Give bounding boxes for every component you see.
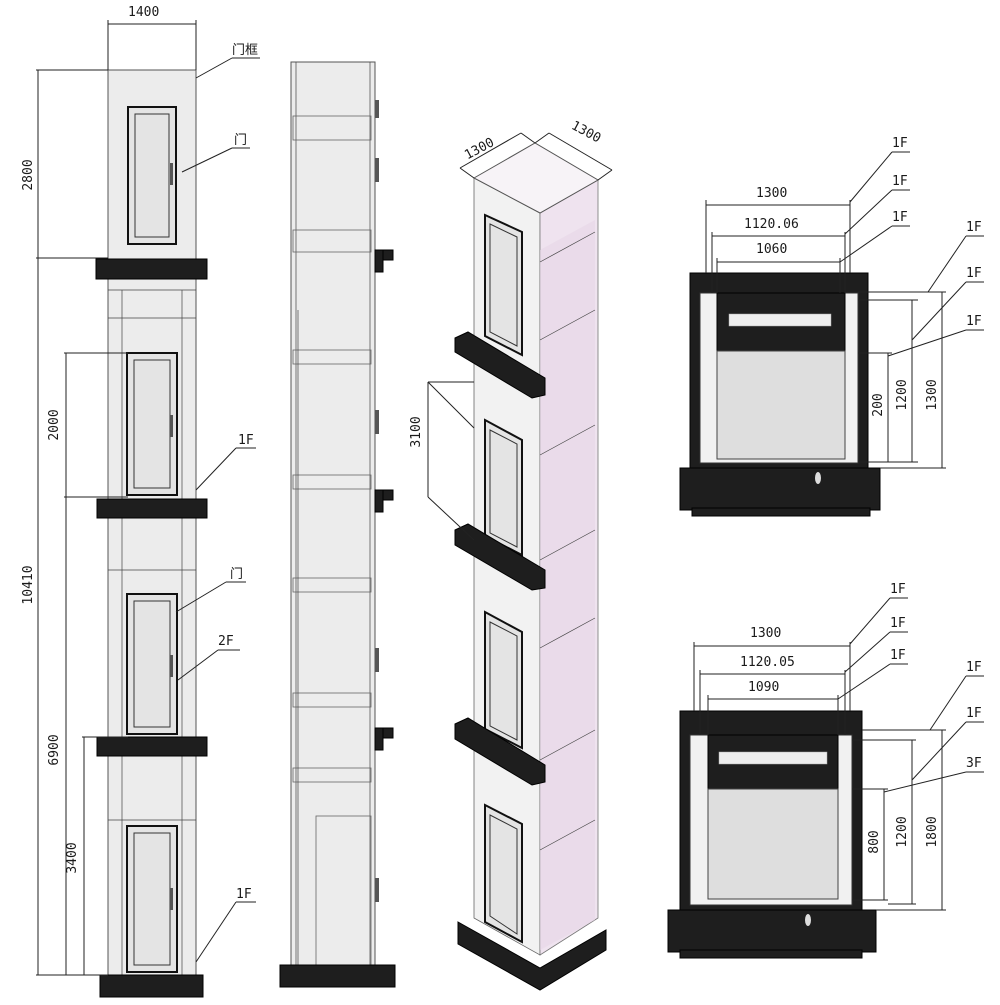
plan-top-callout-6: 1F [966, 314, 982, 329]
plan-bottom-outer-label: 1300 [750, 626, 781, 641]
front-door-2 [126, 593, 178, 735]
plan-top-h-large-label: 1300 [925, 379, 940, 410]
isometric-view: 1300 1300 3100 [409, 118, 613, 991]
plan-bottom-callout-2: 1F [890, 616, 906, 631]
plan-top-h-mid-label: 1200 [895, 379, 910, 410]
iso-door-3 [484, 418, 523, 557]
iso-slab-2 [454, 523, 546, 591]
label-2f: 2F [218, 634, 234, 649]
plan-bottom-callout-3: 1F [890, 648, 906, 663]
side-base-slab [279, 964, 396, 988]
plan-top-callout-1: 1F [892, 136, 908, 151]
plan-top-callout-3: 1F [892, 210, 908, 225]
front-third-height-label: 6900 [47, 734, 62, 765]
front-width-label: 1400 [128, 5, 159, 20]
label-1f-mid: 1F [238, 433, 254, 448]
front-door-1 [126, 825, 178, 973]
front-landing-slab-top [95, 258, 208, 280]
front-floor-spacing-label: 2000 [47, 409, 62, 440]
plan-bottom-base [667, 909, 877, 953]
front-door-4 [127, 106, 177, 245]
label-door-top: 门 [234, 133, 247, 148]
iso-door-1 [484, 803, 523, 944]
plan-bottom-h-mid-label: 1200 [895, 816, 910, 847]
label-1f-bottom: 1F [236, 887, 252, 902]
plan-top-callout-4: 1F [966, 220, 982, 235]
plan-top-inner-label: 1060 [756, 242, 787, 257]
front-elevation: 1400 2800 10410 2000 6900 3400 门框 门 1F 门 [21, 5, 260, 998]
front-base-slab [99, 974, 204, 998]
iso-door-2 [484, 610, 523, 750]
iso-width-right-label: 1300 [569, 118, 604, 146]
plan-bottom-h-large-label: 1800 [925, 816, 940, 847]
plan-bottom-callout-4: 1F [966, 660, 982, 675]
iso-base [457, 921, 607, 991]
plan-bottom-inner-label: 1090 [748, 680, 779, 695]
plan-top-callout-2: 1F [892, 174, 908, 189]
plan-top-callout-5: 1F [966, 266, 982, 281]
plan-bottom-mid-label: 1120.05 [740, 655, 795, 670]
plan-top-mid-label: 1120.06 [744, 217, 799, 232]
front-second-height-label: 3400 [65, 842, 80, 873]
plan-bottom-h-small-label: 800 [867, 830, 882, 853]
plan-bottom-callout-6: 3F [966, 756, 982, 771]
front-total-height-label: 10410 [21, 565, 36, 604]
plan-top-base [679, 467, 881, 511]
plan-top: 1300 1120.06 1060 200 1200 1300 1F 1F 1F… [679, 136, 984, 517]
iso-slab-1 [454, 717, 546, 786]
front-top-height-label: 2800 [21, 159, 36, 190]
side-shaft-body [290, 61, 376, 967]
label-door-frame: 门框 [232, 43, 258, 58]
plan-bottom-callout-5: 1F [966, 706, 982, 721]
side-elevation [279, 61, 396, 988]
plan-bottom: 1300 1120.05 1090 800 1200 1800 1F 1F 1F… [667, 582, 984, 959]
front-landing-slab-low [96, 736, 208, 757]
iso-slab-3 [454, 331, 546, 399]
plan-top-outer-label: 1300 [756, 186, 787, 201]
iso-width-left-label: 1300 [462, 135, 497, 163]
iso-door-4 [484, 213, 523, 357]
label-door-mid: 门 [230, 567, 243, 582]
front-landing-slab-mid [96, 498, 208, 519]
plan-top-h-small-label: 200 [871, 393, 886, 416]
plan-bottom-callout-1: 1F [890, 582, 906, 597]
iso-floor-height-label: 3100 [409, 416, 424, 447]
front-door-3 [126, 352, 178, 496]
